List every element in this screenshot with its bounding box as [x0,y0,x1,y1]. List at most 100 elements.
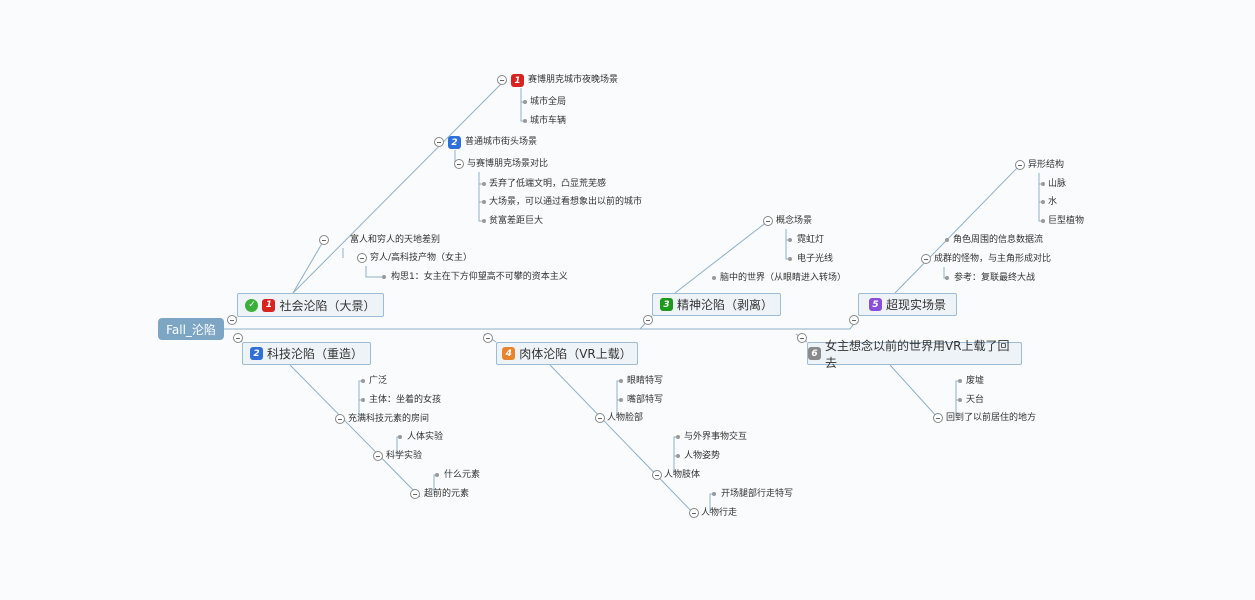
topic-spirit[interactable]: 3 精神沦陷（剥离） [652,293,781,316]
collapse-toggle[interactable] [1015,160,1025,170]
leaf-node[interactable]: 开场腿部行走特写 [721,489,794,499]
bullet-icon [958,398,962,402]
leaf-node[interactable]: 与外界事物交互 [684,432,748,442]
bullet-icon [435,473,439,477]
bullet-icon [945,238,949,242]
check-icon: ✓ [245,298,259,312]
collapse-toggle[interactable] [595,413,605,423]
leaf-node[interactable]: 水 [1048,197,1058,207]
collapse-toggle[interactable] [652,470,662,480]
topic-label: 肉体沦陷（VR上载） [519,347,632,361]
leaf-node[interactable]: 构思1：女主在下方仰望高不可攀的资本主义 [391,272,568,282]
topic-return[interactable]: 6 女主想念以前的世界用VR上载了回去 [807,339,1022,370]
priority-2-icon: 2 [448,136,461,149]
subtopic[interactable]: 回到了以前居住的地方 [946,413,1037,423]
collapse-toggle[interactable] [335,414,345,424]
leaf-node[interactable]: 巨型植物 [1048,216,1085,226]
leaf-node[interactable]: 角色周围的信息数据流 [953,235,1044,245]
leaf-node[interactable]: 大场景，可以通过看想象出以前的城市 [489,197,643,207]
collapse-toggle[interactable] [233,333,243,343]
collapse-toggle[interactable] [410,489,420,499]
collapse-toggle[interactable] [483,333,493,343]
collapse-toggle[interactable] [643,315,653,325]
topic-label: 科技沦陷（重造） [266,347,363,361]
collapse-toggle[interactable] [357,253,367,263]
topic-surreal[interactable]: 5 超现实场景 [858,293,957,316]
topic-social[interactable]: ✓ 1 社会沦陷（大景） [237,293,384,317]
bullet-icon [712,276,716,280]
bullet-icon [482,182,486,186]
priority-3-icon: 3 [659,298,673,311]
bullet-icon [676,454,680,458]
leaf-node[interactable]: 霓虹灯 [797,235,825,245]
subtopic[interactable]: 科学实验 [386,451,423,461]
subtopic[interactable]: 普通城市街头场景 [465,137,538,147]
leaf-node[interactable]: 广泛 [369,376,388,386]
priority-2-icon: 2 [249,347,263,360]
bullet-icon [945,276,949,280]
collapse-toggle[interactable] [319,235,329,245]
subtopic[interactable]: 人物肢体 [664,470,701,480]
collapse-toggle[interactable] [797,333,807,343]
topic-label: 社会沦陷（大景） [279,298,376,313]
leaf-node[interactable]: 丢弃了低端文明，凸显荒芜感 [489,179,607,189]
priority-1-icon: 1 [511,74,524,87]
leaf-node[interactable]: 脑中的世界（从眼睛进入转场） [720,273,847,283]
subtopic[interactable]: 超前的元素 [424,489,470,499]
leaf-node[interactable]: 城市车辆 [530,116,567,126]
subtopic[interactable]: 富人和穷人的天地差别 [350,235,441,245]
topic-label: 超现实场景 [885,298,946,312]
subtopic[interactable]: 与赛博朋克场景对比 [467,159,549,169]
topic-label: 精神沦陷（剥离） [676,298,773,312]
leaf-node[interactable]: 城市全局 [530,97,567,107]
leaf-node[interactable]: 参考：复联最终大战 [954,273,1036,283]
subtopic[interactable]: 赛博朋克城市夜晚场景 [528,75,619,85]
collapse-toggle[interactable] [454,159,464,169]
subtopic[interactable]: 成群的怪物，与主角形成对比 [934,254,1052,264]
leaf-node[interactable]: 贫富差距巨大 [489,216,544,226]
topic-tech[interactable]: 2 科技沦陷（重造） [242,342,371,365]
priority-5-icon: 5 [868,298,882,311]
root-label: Fall_沦陷 [166,322,216,337]
bullet-icon [619,379,623,383]
leaf-node[interactable]: 眼睛特写 [627,376,664,386]
bullet-icon [788,238,792,242]
root-topic[interactable]: Fall_沦陷 [158,318,224,340]
priority-1-icon: 1 [262,298,276,312]
subtopic[interactable]: 异形结构 [1028,160,1065,170]
leaf-node[interactable]: 什么元素 [444,470,481,480]
leaf-node[interactable]: 天台 [966,395,985,405]
topic-body[interactable]: 4 肉体沦陷（VR上载） [496,342,638,365]
leaf-node[interactable]: 废墟 [966,376,985,386]
leaf-node[interactable]: 嘴部特写 [627,395,664,405]
collapse-toggle[interactable] [763,216,773,226]
collapse-toggle[interactable] [921,254,931,264]
leaf-node[interactable]: 电子光线 [797,254,834,264]
subtopic[interactable]: 人物脸部 [607,413,644,423]
subtopic[interactable]: 穷人/高科技产物（女主） [370,253,473,263]
bullet-icon [523,100,527,104]
bullet-icon [361,398,365,402]
bullet-icon [958,379,962,383]
subtopic[interactable]: 充满科技元素的房间 [348,414,430,424]
collapse-toggle[interactable] [497,75,507,85]
bullet-icon [382,275,386,279]
bullet-icon [1041,182,1045,186]
subtopic[interactable]: 人物行走 [701,508,738,518]
bullet-icon [676,435,680,439]
subtopic[interactable]: 概念场景 [776,216,813,226]
collapse-toggle[interactable] [689,508,699,518]
collapse-toggle[interactable] [434,137,444,147]
topic-label: 女主想念以前的世界用VR上载了回去 [824,338,1010,370]
leaf-node[interactable]: 主体：坐着的女孩 [369,395,442,405]
leaf-node[interactable]: 人物姿势 [684,451,721,461]
collapse-toggle[interactable] [849,315,859,325]
bullet-icon [788,257,792,261]
bullet-icon [361,379,365,383]
collapse-toggle[interactable] [227,315,237,325]
leaf-node[interactable]: 人体实验 [407,432,444,442]
collapse-toggle[interactable] [933,413,943,423]
leaf-node[interactable]: 山脉 [1048,179,1067,189]
collapse-toggle[interactable] [373,451,383,461]
